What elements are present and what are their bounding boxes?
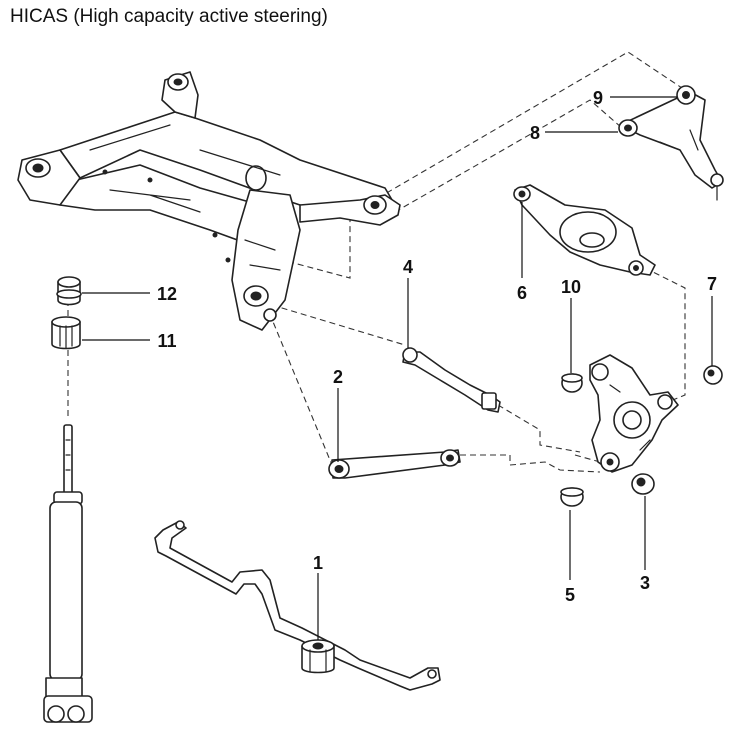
rear-subframe[interactable]	[17, 71, 401, 331]
bushing-10[interactable]	[561, 373, 583, 393]
callout-10: 10	[561, 277, 581, 297]
callout-8: 8	[530, 123, 540, 143]
rear-knuckle[interactable]	[589, 354, 679, 473]
callout-5: 5	[565, 585, 575, 605]
stabilizer-bushing-1[interactable]	[301, 639, 335, 674]
assembly-lines	[67, 51, 689, 473]
callout-7: 7	[707, 274, 717, 294]
stabilizer-bar[interactable]	[154, 520, 441, 691]
lower-control-arm[interactable]	[513, 184, 656, 276]
callout-12: 12	[157, 284, 177, 304]
callout-6: 6	[517, 283, 527, 303]
diagram-title: HICAS (High capacity active steering)	[10, 6, 328, 27]
bushing-5[interactable]	[560, 487, 584, 507]
bushing-3[interactable]	[631, 473, 655, 495]
callout-labels: 1 2 3 4 5 6 7 8 9 10 11 12	[157, 88, 717, 605]
bushing-7[interactable]	[703, 365, 723, 385]
callout-11: 11	[157, 331, 176, 351]
hicas-link[interactable]	[402, 347, 501, 413]
callout-3: 3	[640, 573, 650, 593]
callout-4: 4	[403, 257, 413, 277]
callout-leaders	[82, 96, 713, 640]
lateral-link[interactable]	[328, 449, 461, 479]
shock-absorber[interactable]	[43, 424, 93, 723]
callout-2: 2	[333, 367, 343, 387]
bushing-12[interactable]	[56, 276, 82, 306]
bushing-11[interactable]	[51, 316, 81, 350]
callout-9: 9	[593, 88, 603, 108]
upper-link-assembly[interactable]	[618, 85, 724, 201]
callout-1: 1	[313, 553, 323, 573]
